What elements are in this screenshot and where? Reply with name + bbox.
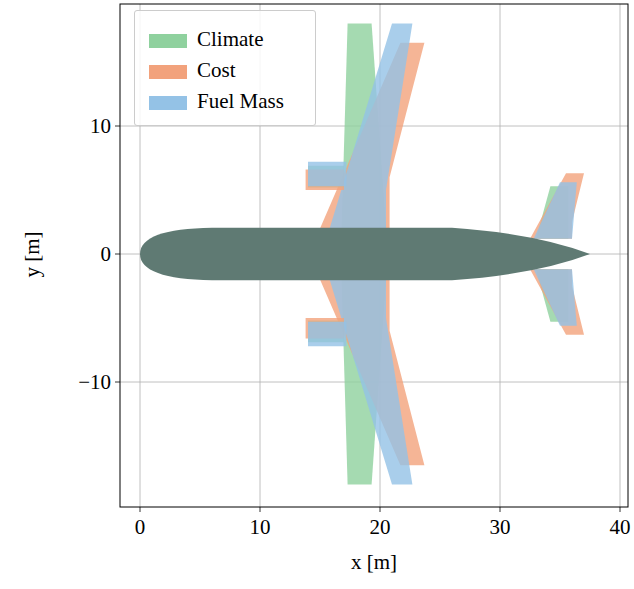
tick-mark [500,507,501,512]
tick-mark [620,507,621,512]
tail-shape [534,182,577,238]
engine-shape [308,162,346,186]
legend-box: ClimateCostFuel Mass [134,10,316,126]
wing-shape [330,280,413,485]
legend-text: Climate [197,29,264,50]
tail-shape [534,269,577,325]
fuselage-shape [140,228,590,280]
tail-shape [530,173,584,238]
tick-mark [140,507,141,512]
axes-frame [120,4,628,507]
tick-label: 20 [370,517,391,538]
engine-shape [308,322,346,346]
legend-swatch [149,65,187,79]
tick-label: 30 [490,517,511,538]
tick-label: 0 [101,244,112,265]
tick-label: 10 [250,517,271,538]
axis-label: x [m] [351,552,397,573]
legend-swatch [149,96,187,110]
axis-label: y [m] [21,231,42,277]
grid-line [620,4,621,507]
tick-label: 10 [90,116,111,137]
tick-label: 0 [135,517,146,538]
tick-label: 40 [610,517,631,538]
wing-shape [330,24,413,229]
tick-mark [380,507,381,512]
tick-mark [260,507,261,512]
tick-mark [115,254,120,255]
tick-mark [115,126,120,127]
tick-label: −10 [78,372,111,393]
tick-mark [115,382,120,383]
legend-swatch [149,34,187,48]
legend-text: Cost [197,60,236,81]
legend-text: Fuel Mass [197,91,284,112]
tail-shape [530,269,584,334]
